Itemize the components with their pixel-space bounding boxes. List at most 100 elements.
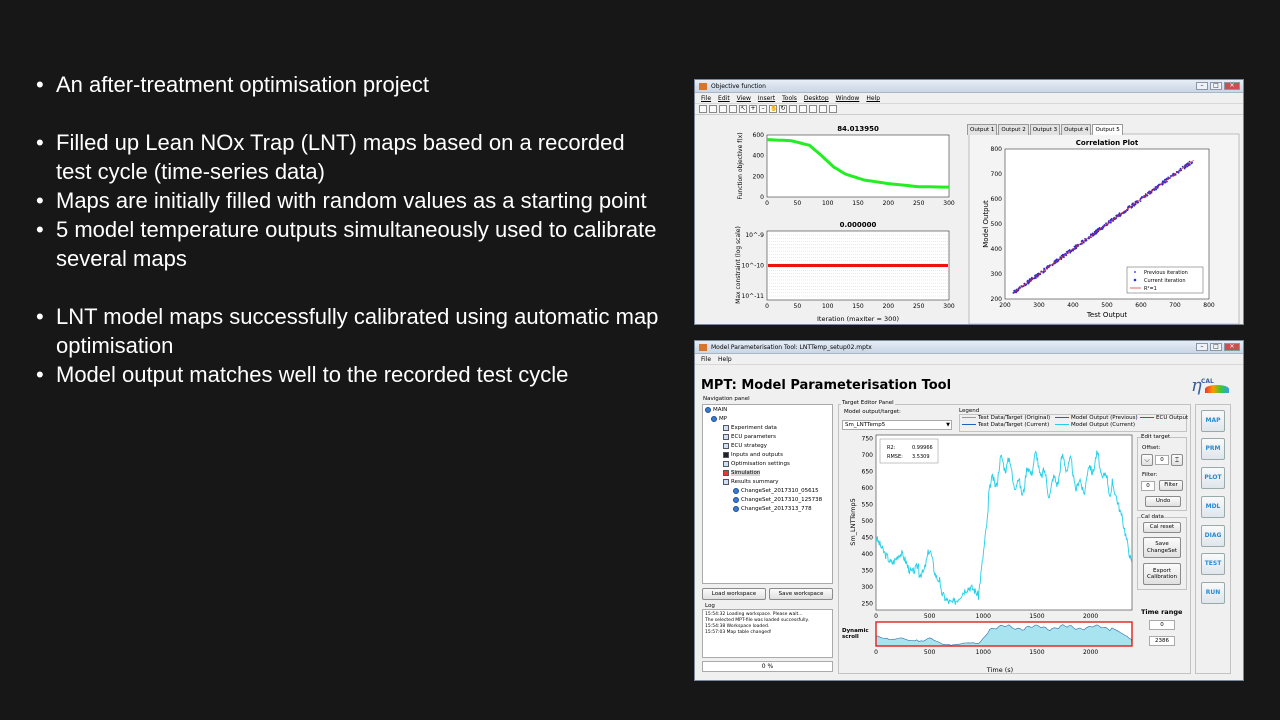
matlab-app-icon [699, 344, 707, 351]
offset-input[interactable]: 0 [1155, 455, 1169, 465]
correlation-title: Correlation Plot [1076, 139, 1139, 147]
tree-item-changeset[interactable]: ChangeSet_2017310_125738 [733, 497, 822, 503]
colorbar-icon[interactable] [819, 105, 827, 113]
close-button[interactable]: ✕ [1224, 82, 1240, 90]
menu-edit[interactable]: Edit [718, 95, 730, 102]
tree-item-inputs-outputs[interactable]: Inputs and outputs [723, 452, 783, 458]
undo-button[interactable]: Undo [1145, 496, 1181, 507]
test-button[interactable]: TEST [1201, 553, 1225, 575]
scatter-point [1181, 165, 1184, 168]
legend-entry: Test Data/Target (Current) [962, 422, 1049, 428]
r2-label: R2: [887, 445, 896, 451]
tree-label: ECU strategy [731, 443, 768, 449]
map-button[interactable]: MAP [1201, 410, 1225, 432]
tree-item-experiment-data[interactable]: Experiment data [723, 425, 777, 431]
y-tick-label: 500 [991, 221, 1003, 228]
zoom-out-icon[interactable]: – [759, 105, 767, 113]
tab-output-5[interactable]: Output 5 [1092, 124, 1123, 135]
time-end-input[interactable]: 2386 [1149, 636, 1175, 646]
offset-value: 0 [1160, 457, 1164, 463]
cal-reset-button[interactable]: Cal reset [1143, 522, 1181, 533]
tree-item-optimisation-settings[interactable]: Optimisation settings [723, 461, 790, 467]
y-tick-label: 700 [862, 452, 874, 459]
tab-output-4[interactable]: Output 4 [1061, 124, 1092, 135]
y-tick-label: 0 [760, 194, 764, 201]
legend-text: Test Data/Target (Original) [978, 415, 1051, 421]
tree-label: ECU parameters [731, 434, 776, 440]
diag-button[interactable]: DIAG [1201, 525, 1225, 547]
model-output-label: Model output/target: [844, 409, 901, 415]
zoom-in-icon[interactable]: + [749, 105, 757, 113]
x-tick-label: 100 [822, 200, 834, 207]
tree-item-mp[interactable]: MP [711, 416, 727, 422]
legend-swatch [962, 424, 976, 425]
scatter-point [1165, 177, 1168, 180]
tree-item-ecu-parameters[interactable]: ECU parameters [723, 434, 776, 440]
brush-icon[interactable] [799, 105, 807, 113]
prm-button[interactable]: PRM [1201, 438, 1225, 460]
tab-output-1[interactable]: Output 1 [967, 124, 998, 135]
data-cursor-icon[interactable] [789, 105, 797, 113]
tree-label: ChangeSet_2017313_778 [741, 506, 812, 512]
mdl-button[interactable]: MDL [1201, 496, 1225, 518]
menu-insert[interactable]: Insert [757, 95, 776, 102]
time-start-input[interactable]: 0 [1149, 620, 1175, 630]
filter-input[interactable]: 0 [1141, 481, 1155, 491]
menu-view[interactable]: View [736, 95, 751, 102]
side-toolbar: MAP PRM PLOT MDL DIAG TEST RUN [1195, 404, 1231, 674]
tree-item-results-summary[interactable]: Results summary [723, 479, 779, 485]
scatter-point [1134, 203, 1137, 206]
minimize-button[interactable]: – [1196, 82, 1208, 90]
menu-help[interactable]: Help [866, 95, 881, 102]
model-output-select[interactable]: Sm_LNTTemp5 ▼ [842, 420, 952, 430]
offset-up-button[interactable]: ⌶ [1171, 454, 1183, 466]
y-tick-label: 200 [753, 173, 765, 180]
run-button[interactable]: RUN [1201, 582, 1225, 604]
legend-box: Test Data/Target (Original) Test Data/Ta… [959, 414, 1188, 432]
menu-window[interactable]: Window [835, 95, 860, 102]
y-tick-label: 600 [862, 485, 874, 492]
link-icon[interactable] [809, 105, 817, 113]
tree-item-changeset[interactable]: ChangeSet_2017313_778 [733, 506, 812, 512]
maximize-button[interactable]: □ [1210, 343, 1222, 351]
menu-file[interactable]: File [701, 95, 712, 102]
tree-item-main[interactable]: MAIN [705, 407, 727, 413]
menu-tools[interactable]: Tools [782, 95, 797, 102]
settings-icon [723, 461, 729, 467]
plot-button[interactable]: PLOT [1201, 467, 1225, 489]
bullet-item: Filled up Lean NOx Trap (LNT) maps based… [34, 128, 664, 186]
offset-down-button[interactable]: ⌵ [1141, 454, 1153, 466]
open-file-icon[interactable] [709, 105, 717, 113]
menu-desktop[interactable]: Desktop [803, 95, 829, 102]
save-workspace-button[interactable]: Save workspace [769, 588, 833, 600]
y-tick-label: 10^-10 [742, 263, 765, 270]
tab-output-2[interactable]: Output 2 [998, 124, 1029, 135]
tree-item-ecu-strategy[interactable]: ECU strategy [723, 443, 767, 449]
maximize-button[interactable]: □ [1210, 82, 1222, 90]
filter-button[interactable]: Filter [1159, 480, 1183, 491]
y-tick-label: 550 [862, 501, 874, 508]
save-icon[interactable] [719, 105, 727, 113]
minimize-button[interactable]: – [1196, 343, 1208, 351]
rotate-icon[interactable]: ↻ [779, 105, 787, 113]
tree-item-changeset[interactable]: ChangeSet_2017310_05615 [733, 488, 819, 494]
y-tick-label: 750 [862, 435, 874, 442]
legend-entry: ECU Output [1140, 415, 1188, 421]
print-icon[interactable] [729, 105, 737, 113]
pan-icon[interactable]: ✋ [769, 105, 778, 113]
pointer-icon[interactable]: ↖ [739, 105, 747, 113]
tab-output-3[interactable]: Output 3 [1029, 124, 1061, 135]
menu-file[interactable]: File [701, 356, 712, 363]
tree-item-simulation[interactable]: Simulation [723, 470, 761, 476]
save-changeset-button[interactable]: Save ChangeSet [1143, 537, 1181, 558]
legend-icon[interactable] [829, 105, 837, 113]
logo-text: CAL [1201, 378, 1214, 385]
app-heading: MPT: Model Parameterisation Tool [701, 378, 952, 393]
edit-target-label: Edit target [1141, 434, 1171, 440]
scatter-point [1065, 254, 1067, 257]
load-workspace-button[interactable]: Load workspace [702, 588, 766, 600]
new-figure-icon[interactable] [699, 105, 707, 113]
menu-help[interactable]: Help [718, 356, 732, 363]
close-button[interactable]: ✕ [1224, 343, 1240, 351]
export-calibration-button[interactable]: Export Calibration [1143, 563, 1181, 585]
